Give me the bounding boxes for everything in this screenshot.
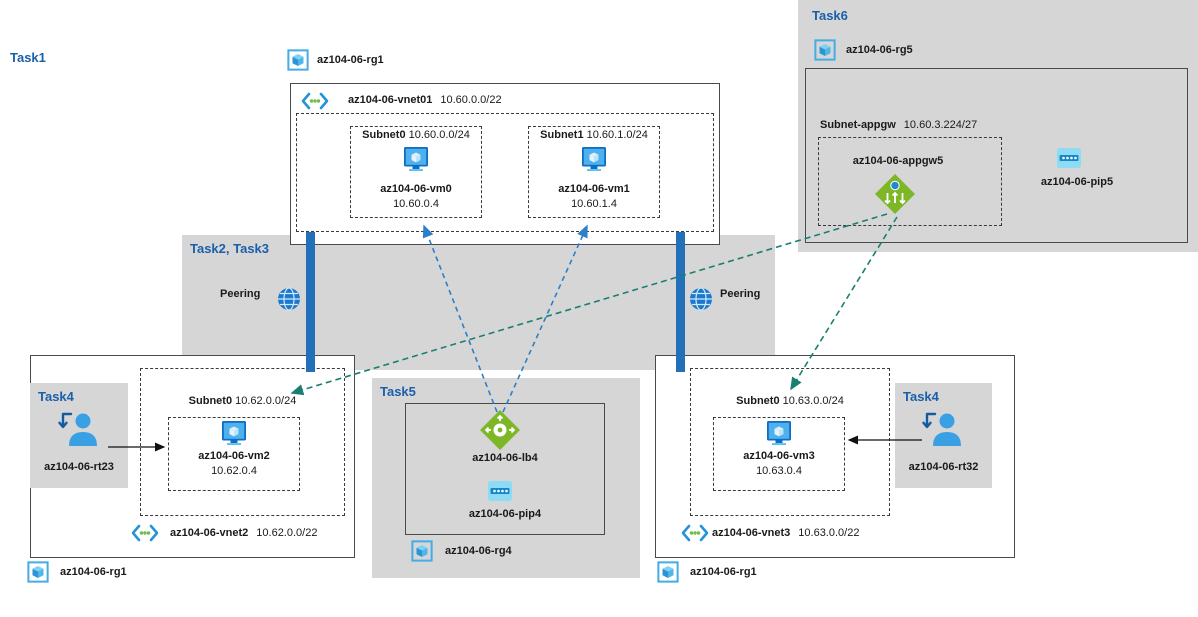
task6-label: Task6 xyxy=(812,8,848,23)
task2-task3-region xyxy=(182,235,775,370)
vm1-name: az104-06-vm1 xyxy=(558,183,630,195)
vm3-ip: 10.63.0.4 xyxy=(756,465,802,477)
subnet-appgw-header: Subnet-appgw 10.60.3.224/27 xyxy=(820,119,977,131)
vm3-inner-box xyxy=(713,417,845,491)
rt32-name: az104-06-rt32 xyxy=(908,461,979,473)
peering-globe-icon xyxy=(276,286,302,312)
task5-label: Task5 xyxy=(380,384,416,399)
rt23-name: az104-06-rt23 xyxy=(44,461,114,473)
vm-icon xyxy=(402,146,430,172)
subnet0-vnet2-cidr: 10.62.0.0/24 xyxy=(235,395,297,407)
vnet2-name: az104-06-vnet2 xyxy=(170,527,249,539)
task4-right-label: Task4 xyxy=(903,389,939,404)
resource-group-icon xyxy=(411,540,433,562)
appgw5-name: az104-06-appgw5 xyxy=(852,155,944,167)
task4-left-label: Task4 xyxy=(38,389,74,404)
public-ip-icon xyxy=(1056,147,1082,169)
subnet0-vnet3-cidr: 10.63.0.0/24 xyxy=(782,395,844,407)
vnet3-header: az104-06-vnet3 10.63.0.0/22 xyxy=(712,527,859,539)
vnet01-cidr: 10.60.0.0/22 xyxy=(440,94,502,106)
subnet0-vnet3-name: Subnet0 xyxy=(736,395,780,407)
vm-icon xyxy=(220,420,248,446)
vm3-name: az104-06-vm3 xyxy=(743,450,815,462)
subnet1-vnet01-name: Subnet1 xyxy=(540,129,584,141)
public-ip-icon xyxy=(487,480,513,502)
resource-group-icon xyxy=(27,561,49,583)
resource-group-icon xyxy=(814,39,836,61)
vnet-icon xyxy=(300,91,330,111)
lb4-name: az104-06-lb4 xyxy=(472,452,538,464)
vm-icon xyxy=(580,146,608,172)
rg5-label: az104-06-rg5 xyxy=(846,44,913,56)
peering-bar-left xyxy=(306,232,315,372)
rg1-bottom-right-label: az104-06-rg1 xyxy=(690,566,757,578)
vm2-name: az104-06-vm2 xyxy=(198,450,270,462)
load-balancer-icon xyxy=(478,408,522,452)
rg1-top-label: az104-06-rg1 xyxy=(317,54,384,66)
pip4-name: az104-06-pip4 xyxy=(468,508,542,520)
vnet2-cidr: 10.62.0.0/22 xyxy=(256,527,318,539)
subnet0-vnet2-box xyxy=(140,368,345,516)
subnet0-vnet2-header: Subnet0 10.62.0.0/24 xyxy=(140,395,345,407)
peering-bar-right xyxy=(676,232,685,372)
subnet0-vnet2-name: Subnet0 xyxy=(188,395,233,407)
task1-label: Task1 xyxy=(10,50,46,65)
peering-right-label: Peering xyxy=(720,288,761,300)
resource-group-icon xyxy=(657,561,679,583)
vnet-icon xyxy=(680,523,710,543)
subnet0-vnet01-header: Subnet0 10.60.0.0/24 xyxy=(350,129,482,141)
vm-icon xyxy=(765,420,793,446)
rg1-bottom-left-label: az104-06-rg1 xyxy=(60,566,127,578)
vnet3-name: az104-06-vnet3 xyxy=(712,527,791,539)
peering-left-label: Peering xyxy=(220,288,261,300)
subnet-appgw-box xyxy=(818,137,1002,226)
resource-group-icon xyxy=(287,49,309,71)
subnet0-vnet3-header: Subnet0 10.63.0.0/24 xyxy=(690,395,890,407)
vm2-inner-box xyxy=(168,417,300,491)
subnet0-vnet01-name: Subnet0 xyxy=(362,129,406,141)
vm0-ip: 10.60.0.4 xyxy=(393,198,439,210)
vm1-ip: 10.60.1.4 xyxy=(571,198,617,210)
peering-globe-icon xyxy=(688,286,714,312)
vnet01-header: az104-06-vnet01 10.60.0.0/22 xyxy=(348,94,502,106)
vnet3-cidr: 10.63.0.0/22 xyxy=(798,527,860,539)
subnet0-vnet01-cidr: 10.60.0.0/24 xyxy=(408,129,470,141)
vm2-ip: 10.62.0.4 xyxy=(211,465,257,477)
subnet1-vnet01-cidr: 10.60.1.0/24 xyxy=(586,129,648,141)
vnet2-header: az104-06-vnet2 10.62.0.0/22 xyxy=(170,527,317,539)
rg4-label: az104-06-rg4 xyxy=(445,545,512,557)
person-arrow-icon xyxy=(921,408,965,452)
person-arrow-icon xyxy=(57,408,101,452)
task6-region xyxy=(798,0,1198,252)
vnet-icon xyxy=(130,523,160,543)
pip5-name: az104-06-pip5 xyxy=(1040,176,1114,188)
rg5-box xyxy=(805,68,1188,243)
task2-task3-label: Task2, Task3 xyxy=(190,241,270,256)
subnet-appgw-cidr: 10.60.3.224/27 xyxy=(903,119,978,131)
application-gateway-icon xyxy=(873,172,917,216)
subnet1-vnet01-header: Subnet1 10.60.1.0/24 xyxy=(528,129,660,141)
subnet-appgw-name: Subnet-appgw xyxy=(820,119,896,131)
vnet01-name: az104-06-vnet01 xyxy=(348,94,433,106)
vm0-name: az104-06-vm0 xyxy=(380,183,452,195)
